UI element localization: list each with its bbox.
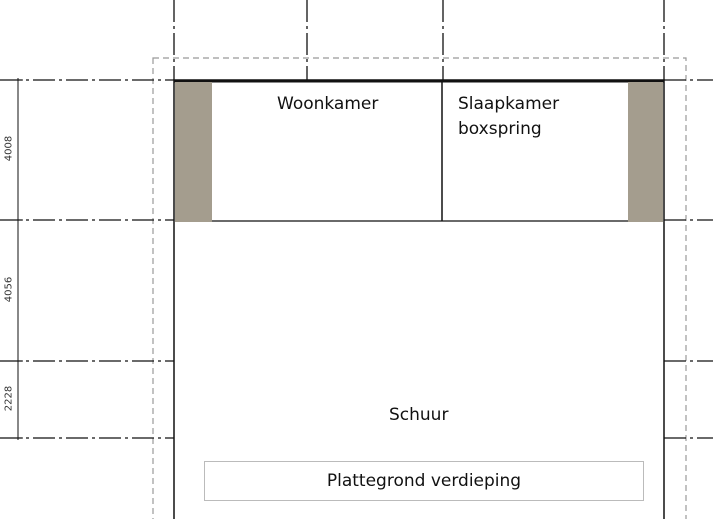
- room-label-boxspring: boxspring: [458, 119, 542, 139]
- dimension-line: [13, 78, 23, 440]
- building-outline: [173, 79, 665, 519]
- dimension-label: 2228: [3, 385, 15, 412]
- room-label-woonkamer: Woonkamer: [277, 94, 379, 114]
- wall-block-left: [175, 82, 212, 222]
- dimension-label: 4056: [3, 276, 15, 303]
- plan-title-box: Plattegrond verdieping: [204, 461, 644, 501]
- boundary-outline: [152, 57, 687, 519]
- wall-block-right: [628, 82, 663, 222]
- plan-title: Plattegrond verdieping: [326, 471, 522, 491]
- grid-lines: [0, 0, 713, 439]
- room-label-slaapkamer: Slaapkamer: [458, 94, 560, 114]
- dimension-label: 4008: [3, 135, 15, 162]
- room-label-schuur: Schuur: [389, 405, 449, 425]
